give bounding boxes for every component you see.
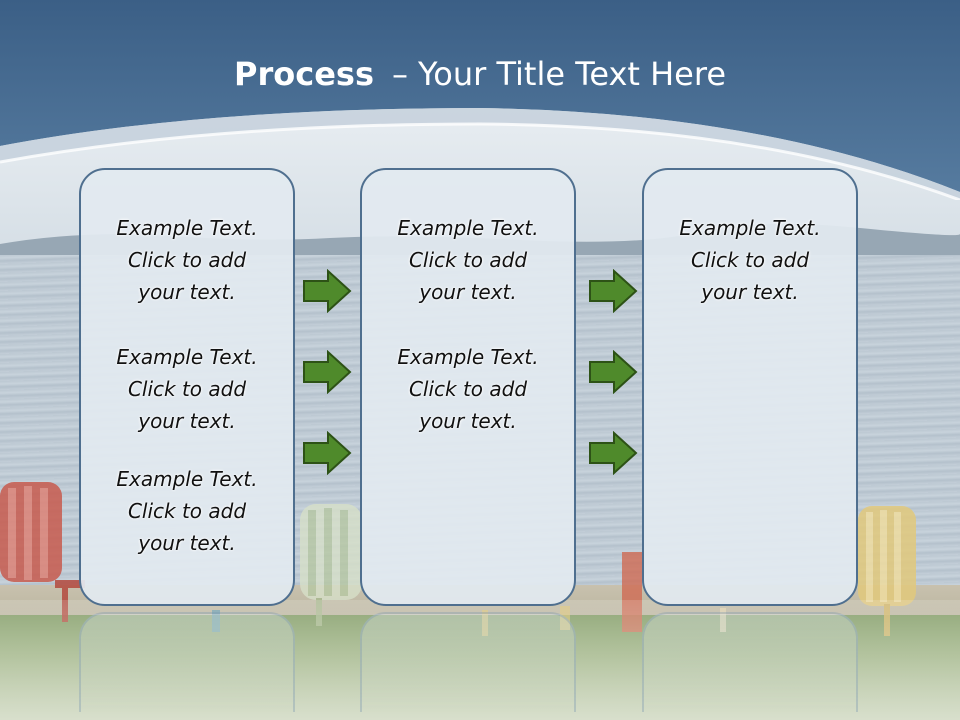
process-panel-2: Example Text. Click to add your text. Ex… (360, 168, 576, 606)
title-bold-word: Process (234, 55, 374, 93)
text-line: Example Text. (116, 467, 258, 491)
title-dash: – (391, 55, 408, 93)
text-line: your text. (419, 280, 517, 304)
text-line: Click to add (127, 499, 247, 523)
text-line: Example Text. (116, 345, 258, 369)
text-line: your text. (138, 409, 236, 433)
text-line: Click to add (408, 377, 528, 401)
text-line: Click to add (408, 248, 528, 272)
text-line: Click to add (127, 377, 247, 401)
right-arrow-icon (302, 431, 352, 475)
right-arrow-icon (302, 350, 352, 394)
right-arrow-icon (588, 269, 638, 313)
text-line: Example Text. (679, 216, 821, 240)
process-panel-3: Example Text. Click to add your text. (642, 168, 858, 606)
text-placeholder[interactable]: Example Text. Click to add your text. (81, 463, 293, 559)
text-line: your text. (138, 280, 236, 304)
text-placeholder[interactable]: Example Text. Click to add your text. (362, 341, 574, 437)
panel-reflection (79, 612, 295, 712)
text-placeholder[interactable]: Example Text. Click to add your text. (81, 341, 293, 437)
text-line: your text. (701, 280, 799, 304)
text-line: Example Text. (397, 216, 539, 240)
text-line: Example Text. (397, 345, 539, 369)
right-arrow-icon (588, 431, 638, 475)
text-placeholder[interactable]: Example Text. Click to add your text. (362, 212, 574, 308)
text-line: Click to add (690, 248, 810, 272)
slide-title[interactable]: Process–Your Title Text Here (0, 52, 960, 96)
header-band (0, 0, 960, 200)
text-line: your text. (138, 531, 236, 555)
bottom-mist (0, 600, 960, 720)
text-placeholder[interactable]: Example Text. Click to add your text. (644, 212, 856, 308)
process-panel-1: Example Text. Click to add your text. Ex… (79, 168, 295, 606)
panel-reflection (360, 612, 576, 712)
right-arrow-icon (302, 269, 352, 313)
text-line: your text. (419, 409, 517, 433)
text-placeholder[interactable]: Example Text. Click to add your text. (81, 212, 293, 308)
text-line: Click to add (127, 248, 247, 272)
panel-reflection (642, 612, 858, 712)
right-arrow-icon (588, 350, 638, 394)
title-text: Your Title Text Here (417, 55, 726, 93)
text-line: Example Text. (116, 216, 258, 240)
